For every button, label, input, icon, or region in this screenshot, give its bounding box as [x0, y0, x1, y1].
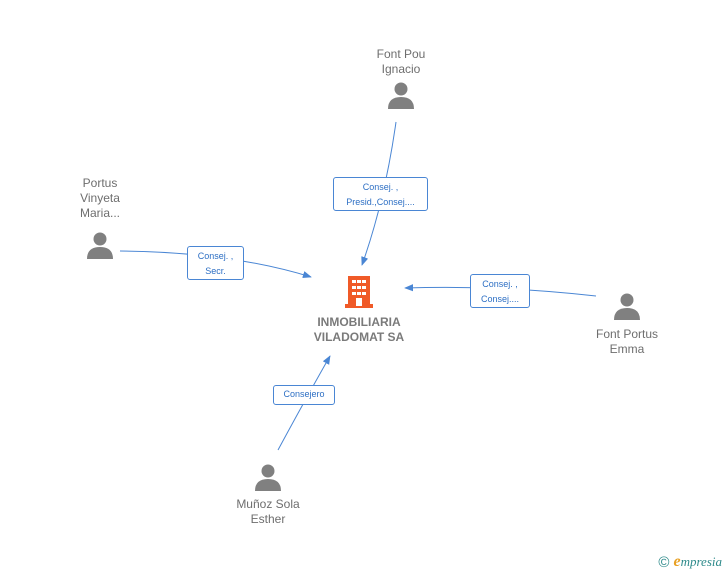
- role-label-munoz-sola[interactable]: Consejero: [273, 385, 335, 405]
- person-name-line1: Portus: [82, 176, 118, 190]
- person-name-line3: Maria...: [79, 206, 120, 220]
- brand-logo: empresia: [673, 553, 722, 570]
- role-line2: Consej....: [480, 294, 520, 304]
- person-icon: [614, 293, 640, 320]
- footer-brand: © empresia: [658, 553, 722, 571]
- person-node-munoz-sola[interactable]: Muñoz Sola Esther: [222, 463, 314, 527]
- role-line1: Consej. ,: [197, 251, 234, 261]
- role-line1: Consej. ,: [482, 279, 518, 289]
- person-icon: [388, 82, 414, 109]
- person-name-line2: Vinyeta: [80, 191, 120, 205]
- role-line1: Consej. ,: [362, 182, 399, 192]
- person-name-line2: Emma: [609, 342, 645, 356]
- person-name-line1: Font Pou: [376, 47, 426, 61]
- company-name-line1: INMOBILIARIA: [317, 315, 401, 329]
- person-icon: [87, 232, 113, 259]
- role-line2: Presid.,Consej....: [346, 197, 415, 207]
- building-icon: [345, 276, 373, 308]
- person-name-line2: Ignacio: [381, 62, 421, 76]
- company-name-line2: VILADOMAT SA: [313, 330, 405, 344]
- person-node-font-portus[interactable]: Font Portus Emma: [582, 292, 672, 357]
- role-label-font-portus[interactable]: Consej. , Consej....: [470, 274, 530, 308]
- person-name-line1: Muñoz Sola: [236, 497, 300, 511]
- copyright-icon: ©: [658, 553, 670, 571]
- role-line1: Consejero: [283, 389, 325, 399]
- role-label-portus-vinyeta[interactable]: Consej. , Secr.: [187, 246, 244, 280]
- role-label-font-pou[interactable]: Consej. , Presid.,Consej....: [333, 177, 428, 211]
- person-node-portus-vinyeta[interactable]: Portus Vinyeta Maria...: [55, 176, 145, 259]
- person-node-font-pou[interactable]: Font Pou Ignacio: [355, 47, 447, 109]
- person-icon: [255, 464, 281, 491]
- company-node[interactable]: INMOBILIARIA VILADOMAT SA: [300, 274, 418, 345]
- person-name-line2: Esther: [250, 512, 286, 526]
- person-name-line1: Font Portus: [595, 327, 659, 341]
- role-line2: Secr.: [205, 266, 226, 276]
